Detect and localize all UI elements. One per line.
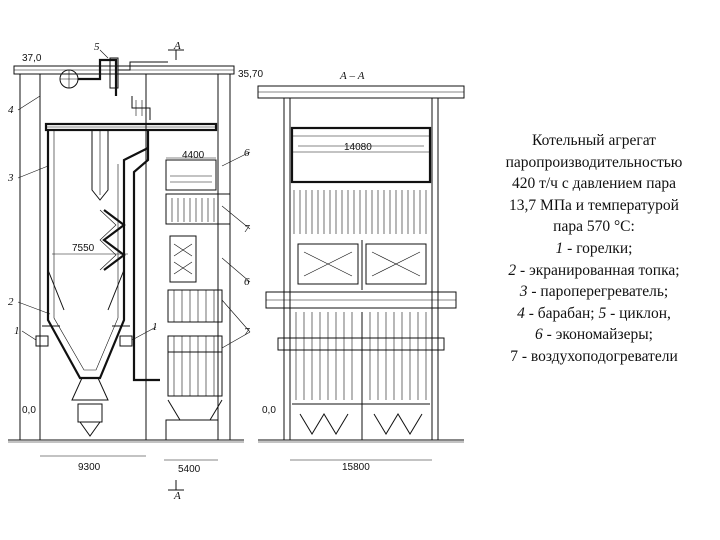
label-6-top: 6 xyxy=(244,147,250,159)
label-1-left: 1 xyxy=(14,325,20,337)
label-7-bottom: 7 xyxy=(244,326,250,338)
elevation-ground-right: 0,0 xyxy=(262,405,276,416)
item-num: 6 xyxy=(535,326,543,344)
air-heater-7-bottom xyxy=(167,335,223,397)
item-num: 5 xyxy=(598,304,607,322)
caption-item: 1 - горелки; xyxy=(468,238,720,260)
elevation-top-left: 37,0 xyxy=(22,53,42,64)
item-text: - экономайзеры; xyxy=(542,326,653,344)
dim-furnace-width: 9300 xyxy=(78,462,101,473)
dim-section-width-bottom: 15800 xyxy=(342,462,370,473)
dim-shaft-width: 5400 xyxy=(178,464,201,475)
item-text: - горелки; xyxy=(563,239,633,257)
economizer-6-mid xyxy=(169,235,197,283)
item-num: 3 xyxy=(519,283,528,301)
cyclone-5 xyxy=(78,57,168,120)
caption-line: 13,7 МПа и температурой xyxy=(509,196,679,214)
caption-item: 6 - экономайзеры; xyxy=(468,324,720,346)
elevation-ground-left: 0,0 xyxy=(22,405,36,416)
side-elevation xyxy=(8,49,244,491)
burner-right xyxy=(119,335,133,347)
item-num: 7 xyxy=(510,347,518,365)
caption-item: 3 - пароперегреватель; xyxy=(468,281,720,303)
caption-line: паропроизводительностью xyxy=(505,153,683,171)
caption-item: 2 - экранированная топка; xyxy=(468,260,720,282)
item-text: - барабан; xyxy=(524,304,599,322)
label-1-right: 1 xyxy=(152,321,158,333)
label-5: 5 xyxy=(94,41,100,53)
item-num: 1 xyxy=(555,239,564,257)
label-6-mid: 6 xyxy=(244,276,250,288)
air-heater-7-top xyxy=(167,289,223,323)
dim-furnace-height: 7550 xyxy=(72,243,95,254)
caption-line: Котельный агрегат xyxy=(532,132,656,149)
economizer-6-top xyxy=(165,159,217,191)
item-num: 4 xyxy=(517,304,525,322)
caption-line: пара 570 °С: xyxy=(553,218,635,236)
convective-pass xyxy=(132,130,231,441)
item-text: - экранированная топка; xyxy=(516,261,680,279)
section-mark-top: А xyxy=(173,40,181,52)
label-2: 2 xyxy=(8,296,14,308)
item-text: - пароперегреватель; xyxy=(527,283,669,301)
label-7-top: 7 xyxy=(244,223,250,235)
section-view xyxy=(257,85,465,461)
label-4: 4 xyxy=(8,104,14,116)
dim-convective-width: 4400 xyxy=(182,150,205,161)
drum-4 xyxy=(59,69,79,89)
elevation-top-right: 35,70 xyxy=(238,69,263,80)
item-num: 2 xyxy=(508,261,517,279)
dim-section-width-top: 14080 xyxy=(344,142,372,153)
caption-line: 420 т/ч с давлением пара xyxy=(511,175,677,193)
item-text: - циклон, xyxy=(606,304,671,322)
caption: Котельный агрегат паропроизводительность… xyxy=(468,130,720,368)
section-mark-bottom: А xyxy=(173,490,181,502)
caption-item: 4 - барабан; 5 - циклон, xyxy=(468,303,720,325)
burner-left xyxy=(35,335,49,347)
caption-item: 7 - воздухоподогреватели xyxy=(468,346,720,368)
item-text: - воздухоподогреватели xyxy=(517,347,678,365)
label-3: 3 xyxy=(7,172,14,184)
section-title: А – А xyxy=(339,70,365,82)
furnace-2 xyxy=(42,130,149,380)
